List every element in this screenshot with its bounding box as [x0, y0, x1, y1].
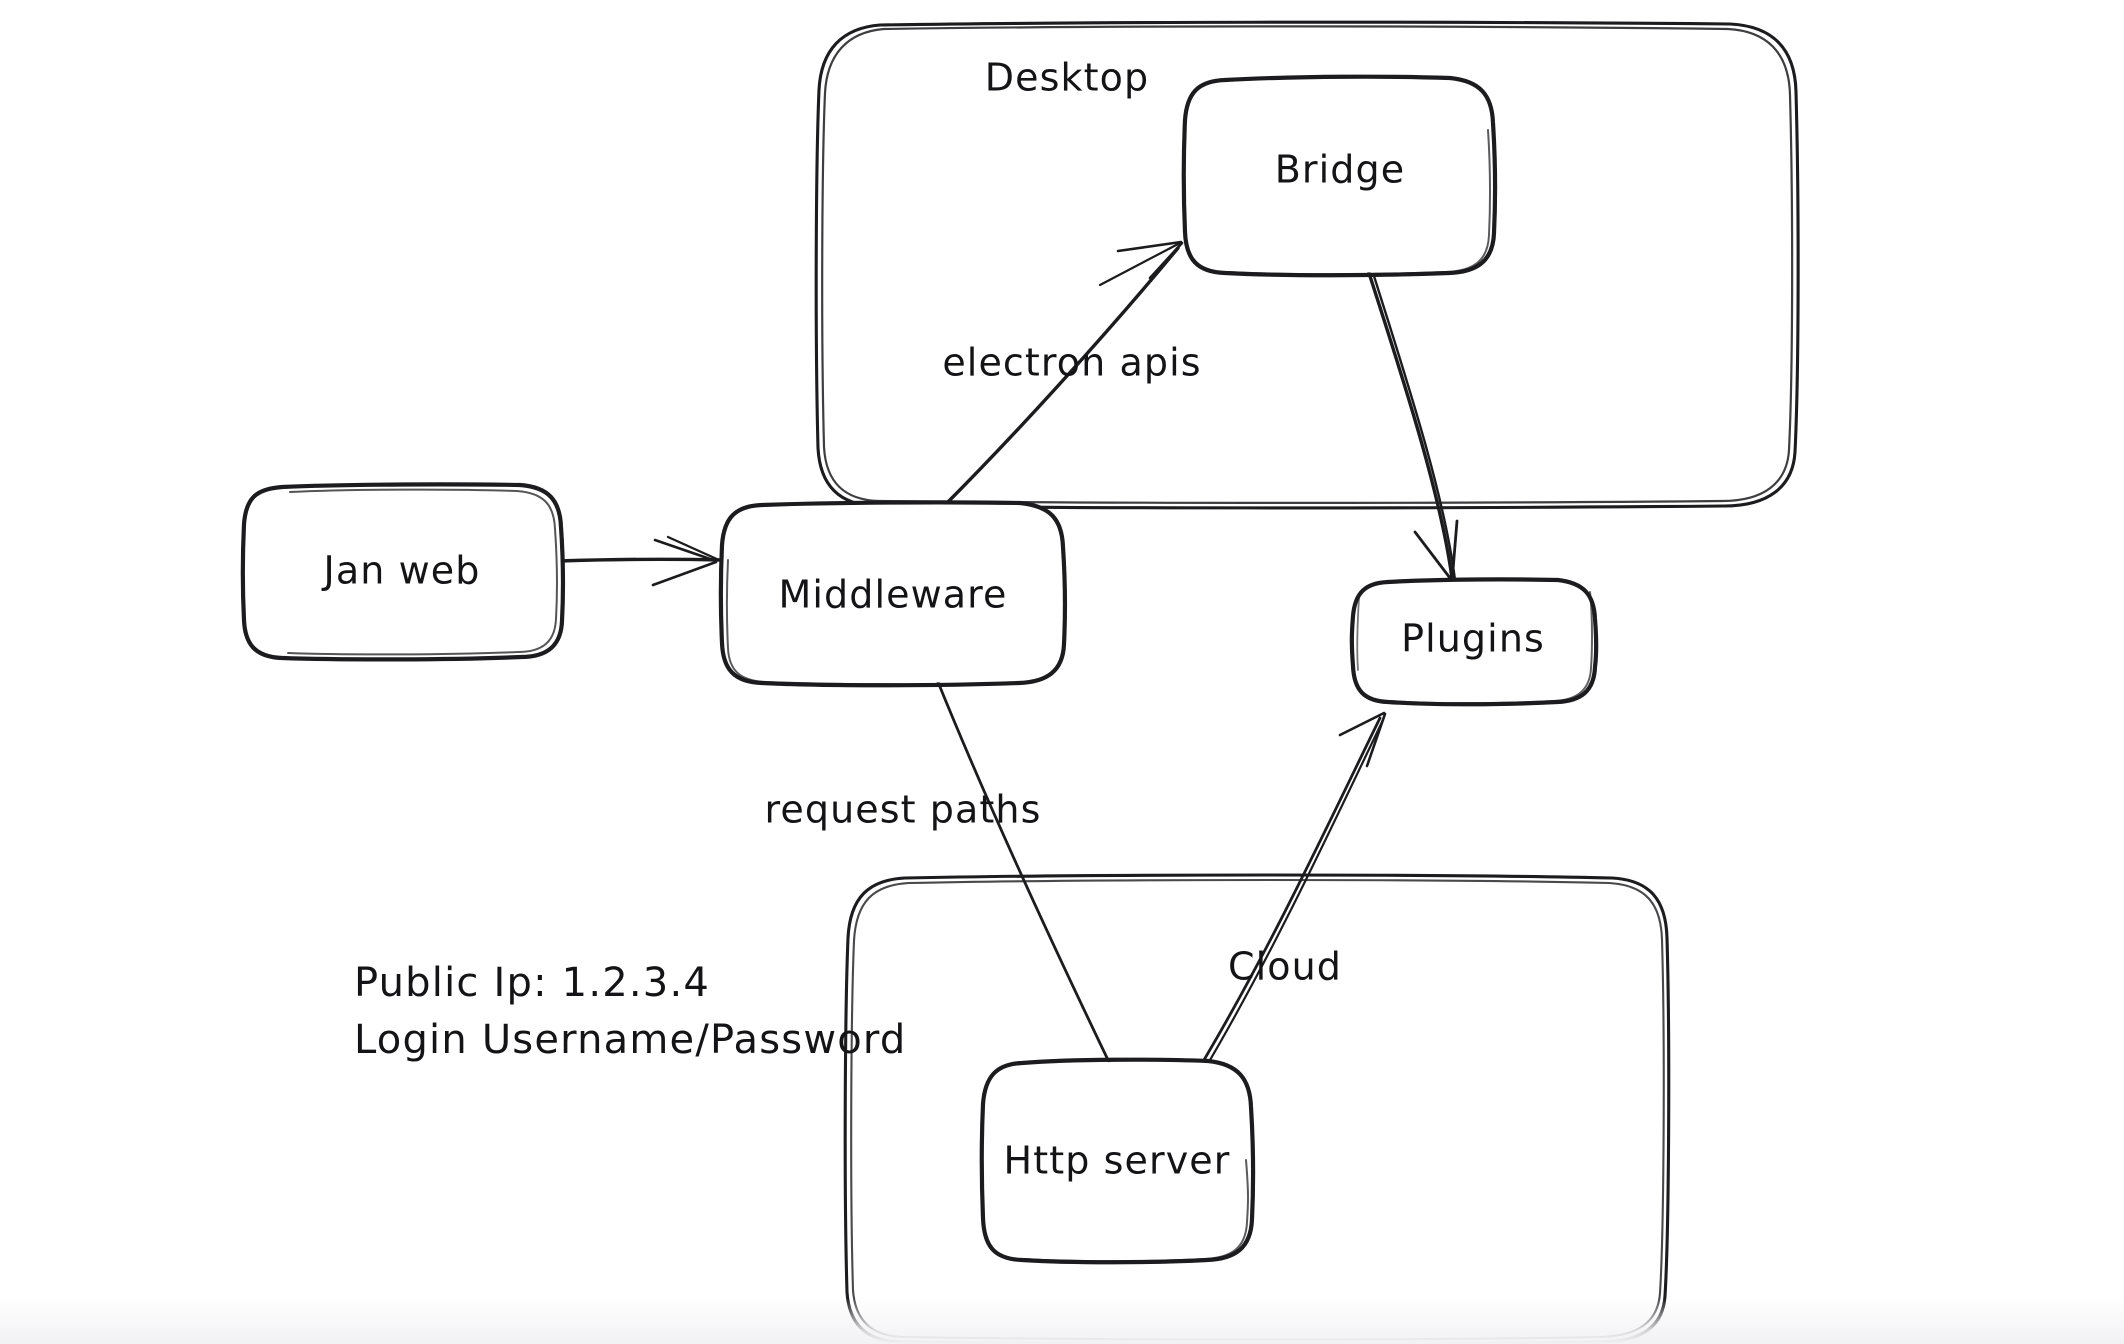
node-plugins[interactable]: Plugins — [1349, 577, 1599, 707]
node-http-server[interactable]: Http server — [979, 1057, 1256, 1265]
node-http-server-label: Http server — [1004, 1139, 1231, 1183]
edge-httpserver-to-plugins: Cloud — [1196, 711, 1387, 1074]
node-jan-web-label: Jan web — [322, 549, 481, 593]
notes-block: Public Ip: 1.2.3.4 Login Username/Passwo… — [354, 960, 906, 1063]
container-cloud — [843, 873, 1671, 1344]
node-middleware-label: Middleware — [778, 573, 1007, 617]
edge-bridge-to-plugins — [1367, 271, 1459, 584]
edge-label-cloud: Cloud — [1228, 945, 1342, 989]
edge-middleware-to-httpserver: request paths — [764, 680, 1111, 1064]
note-public-ip: Public Ip: 1.2.3.4 — [354, 960, 710, 1006]
container-desktop-label: Desktop — [985, 56, 1149, 100]
edge-label-electron-apis: electron apis — [942, 341, 1201, 385]
edge-label-request-paths: request paths — [764, 788, 1041, 832]
node-bridge-label: Bridge — [1275, 148, 1405, 192]
edge-janweb-to-middleware — [557, 535, 724, 587]
node-plugins-label: Plugins — [1401, 617, 1545, 661]
node-bridge[interactable]: Bridge — [1181, 74, 1498, 278]
note-login: Login Username/Password — [354, 1017, 906, 1063]
node-middleware[interactable]: Middleware — [718, 500, 1068, 688]
container-desktop: Desktop — [814, 20, 1800, 510]
node-jan-web[interactable]: Jan web — [240, 482, 566, 662]
edge-middleware-to-bridge: electron apis — [938, 240, 1201, 512]
